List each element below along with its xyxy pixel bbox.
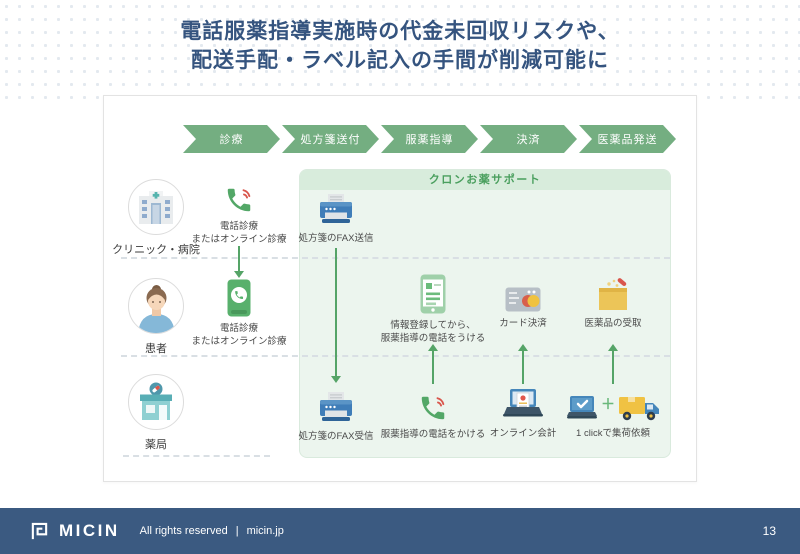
info-register-label: 情報登録してから、 服薬指導の電話をうける	[381, 319, 486, 345]
patient-phone-label-line1: 電話診療	[219, 323, 258, 334]
page-number: 13	[762, 524, 776, 538]
call-guidance-label: 服薬指導の電話をかける	[380, 429, 486, 440]
fax-machine-icon	[320, 194, 352, 223]
footer-divider: |	[235, 525, 239, 537]
page-title: 電話服薬指導実施時の代金未回収リスクや、 配送手配・ラベル記入の手間が削減可能に	[0, 17, 800, 75]
clinic-actor: クリニック・病院	[81, 179, 231, 257]
phone-call-icon	[227, 188, 251, 212]
pharmacy-label: 薬局	[145, 439, 167, 451]
fax-send-label: 処方箋のFAX送信	[298, 233, 374, 244]
medicine-receive-node: 医薬品の受取	[538, 276, 688, 330]
pharmacy-actor: 薬局	[81, 374, 231, 452]
fax-receive-node: 処方箋のFAX受信	[261, 391, 411, 443]
fax-machine-icon	[320, 392, 352, 421]
kuron-support-box: クロンお薬サポート	[299, 169, 671, 458]
dot-pattern-decoration	[0, 0, 800, 100]
title-line-1: 電話服薬指導実施時の代金未回収リスクや、	[180, 20, 620, 43]
process-step-label: 決済	[516, 134, 541, 146]
plus-sign: ＋	[601, 396, 615, 412]
site-text: micin.jp	[246, 525, 284, 537]
arrow-accounting-to-card	[521, 350, 524, 384]
hospital-icon	[139, 191, 173, 224]
pharmacy-shop-icon	[140, 382, 172, 420]
medicine-box-icon	[599, 278, 627, 310]
clinic-avatar	[128, 179, 184, 235]
process-step-payment: 決済	[480, 125, 577, 153]
process-step-prescription-send: 処方箋送付	[282, 125, 379, 153]
info-register-label-line2: 服薬指導の電話をうける	[380, 333, 486, 344]
woman-icon	[137, 284, 175, 333]
one-click-pickup-label: 1 clickで集荷依頼	[576, 428, 650, 439]
process-step-label: 診療	[219, 134, 244, 146]
clinic-label: クリニック・病院	[112, 244, 200, 256]
credit-card-icon	[505, 287, 541, 312]
online-accounting-node: オンライン会計	[448, 388, 598, 440]
delivery-truck-icon	[619, 397, 659, 421]
medicine-receive-label: 医薬品の受取	[584, 318, 642, 329]
call-guidance-node: 服薬指導の電話をかける	[358, 393, 508, 441]
micin-logo-icon	[31, 522, 48, 539]
clinic-phone-label-line2: またはオンライン診療	[191, 234, 287, 245]
online-accounting-label: オンライン会計	[489, 428, 557, 439]
info-register-node: 情報登録してから、 服薬指導の電話をうける	[358, 274, 508, 345]
clinic-phone-node: 電話診療 またはオンライン診療	[164, 181, 314, 246]
laptop-receipt-icon	[503, 389, 543, 417]
one-click-pickup-node: ＋ 1 clickで集荷依頼	[538, 390, 688, 440]
pharmacy-avatar	[128, 374, 184, 430]
flow-diagram-card: 診療 処方箋送付 服薬指導 決済 医薬品発送 クロンお薬サポート	[103, 95, 697, 482]
phone-call-icon	[421, 396, 445, 420]
laptop-check-icon	[567, 396, 597, 419]
fax-receive-label: 処方箋のFAX受信	[298, 431, 374, 442]
rights-text: All rights reserved	[139, 525, 228, 537]
arrow-fax-send-to-receive	[334, 248, 337, 377]
patient-actor: 患者	[81, 278, 231, 356]
kuron-support-title: クロンお薬サポート	[300, 170, 670, 190]
row-divider-3	[123, 455, 270, 457]
patient-label: 患者	[145, 343, 167, 355]
patient-phone-node: 電話診療 またはオンライン診療	[164, 277, 314, 348]
clinic-phone-label: 電話診療 またはオンライン診療	[191, 220, 286, 246]
process-step-label: 服薬指導	[405, 134, 454, 146]
process-step-consultation: 診療	[183, 125, 280, 153]
row-divider-2	[121, 355, 670, 357]
fax-send-node: 処方箋のFAX送信	[261, 193, 411, 245]
process-steps: 診療 処方箋送付 服薬指導 決済 医薬品発送	[183, 125, 676, 153]
card-payment-node: カード決済	[448, 282, 598, 330]
process-step-shipping: 医薬品発送	[579, 125, 676, 153]
patient-avatar	[128, 278, 184, 334]
title-line-2: 配送手配・ラベル記入の手間が削減可能に	[191, 49, 609, 72]
row-divider-1	[121, 257, 670, 259]
process-step-medication-guidance: 服薬指導	[381, 125, 478, 153]
footer-text: All rights reserved | micin.jp	[140, 525, 284, 537]
smartphone-list-icon	[420, 274, 446, 314]
patient-phone-label: 電話診療 またはオンライン診療	[191, 322, 286, 348]
smartphone-call-icon	[227, 279, 251, 317]
brand-name: MICIN	[59, 521, 120, 540]
patient-phone-label-line2: またはオンライン診療	[191, 336, 287, 347]
process-step-label: 処方箋送付	[300, 134, 361, 146]
footer-bar: MICIN All rights reserved | micin.jp 13	[0, 508, 800, 554]
info-register-label-line1: 情報登録してから、	[390, 320, 476, 331]
arrow-pickup-to-receive	[611, 350, 614, 384]
card-payment-label: カード決済	[499, 318, 547, 329]
clinic-phone-label-line1: 電話診療	[219, 221, 258, 232]
process-step-label: 医薬品発送	[597, 134, 658, 146]
arrow-call-to-info	[431, 350, 434, 384]
arrow-clinic-to-patient	[237, 246, 240, 272]
